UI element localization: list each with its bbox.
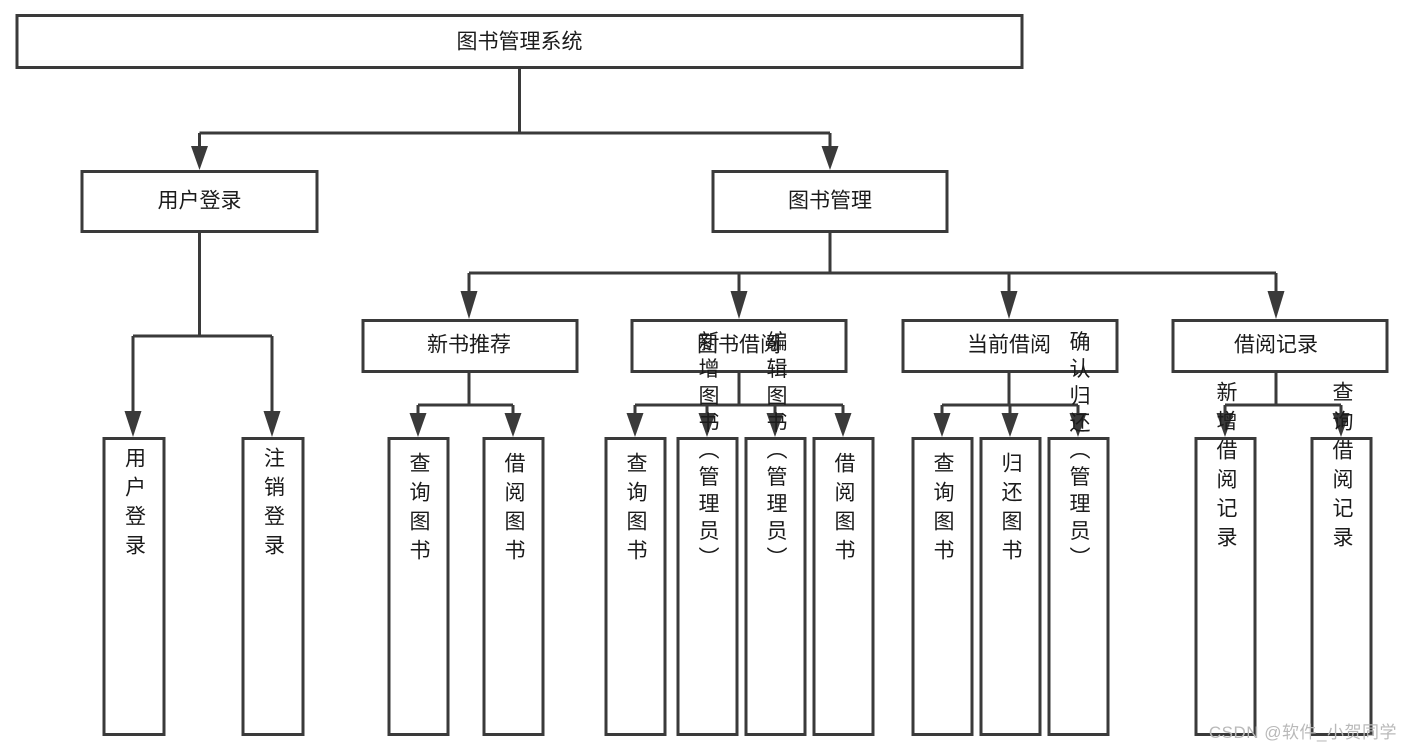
node-borrow-record-label: 借阅记录	[1234, 334, 1318, 357]
leaf-box-user-login-0[interactable]	[102, 437, 166, 736]
node-user-login[interactable]: 用户登录	[80, 170, 319, 233]
node-book-management-label: 图书管理	[788, 190, 872, 213]
connector-group-current-borrow	[933, 373, 1087, 437]
node-book-management-box[interactable]	[711, 170, 949, 233]
node-book-management[interactable]: 图书管理	[711, 170, 949, 233]
arrow-head-leaf-cb-2	[1069, 413, 1087, 437]
node-borrow-record[interactable]: 借阅记录	[1171, 319, 1389, 373]
leaf-label-bb-3: 借阅图书	[832, 452, 856, 568]
arrow-head-leaf-bb-3	[834, 413, 852, 437]
node-new-book-recommend-label: 新书推荐	[427, 334, 511, 357]
arrow-head-user-login	[191, 146, 208, 170]
watermark-label: CSDN @软件_小贺同学	[1208, 723, 1397, 742]
arrow-head-leaf-cb-0	[933, 413, 951, 437]
arrow-head-borrow-record	[1267, 291, 1285, 319]
leaf-box-br-0[interactable]	[1194, 437, 1257, 736]
leaf-label-nbr-0: 查询图书	[407, 452, 431, 568]
leaf-label-br-1: 查询借阅记录	[1330, 381, 1354, 555]
connector-group-book-borrow	[626, 373, 852, 437]
leaf-label-cb-2: 确认归还（管理员）	[1067, 331, 1091, 574]
node-book-borrow-label: 图书借阅	[697, 334, 781, 357]
arrow-head-leaf-user-login-1	[263, 411, 281, 437]
arrow-head-leaf-bb-1	[698, 413, 716, 437]
leaf-box-bb-3[interactable]	[812, 437, 875, 736]
arrow-head-book-borrow	[730, 291, 748, 319]
leaf-label-bb-0: 查询图书	[624, 452, 648, 568]
connector-group-user-login	[124, 233, 281, 437]
node-root[interactable]: 图书管理系统	[15, 14, 1024, 69]
connector-group-book-mgmt	[460, 233, 1285, 319]
connector-group-root	[191, 68, 839, 170]
leaf-label-cb-1: 归还图书	[999, 452, 1023, 568]
leaf-box-bb-2[interactable]	[744, 437, 807, 736]
leaf-label-cb-0: 查询图书	[931, 452, 955, 568]
node-new-book-recommend-box[interactable]	[361, 319, 579, 373]
leaf-label-bb-2: 编辑图书（管理员）	[764, 331, 788, 574]
arrow-head-book-mgmt	[821, 146, 839, 170]
leaf-box-cb-1[interactable]	[979, 437, 1042, 736]
leaf-boxes	[102, 437, 1373, 736]
node-current-borrow[interactable]: 当前借阅	[901, 319, 1119, 373]
node-user-login-box[interactable]	[80, 170, 319, 233]
leaf-box-bb-1[interactable]	[676, 437, 739, 736]
node-root-label: 图书管理系统	[457, 31, 583, 54]
arrow-head-leaf-cb-1	[1001, 413, 1019, 437]
leaf-label-nbr-1: 借阅图书	[502, 452, 526, 568]
leaf-label-user-login-0: 用户登录	[123, 447, 147, 563]
arrow-head-current-borrow	[1000, 291, 1018, 319]
leaf-box-br-1[interactable]	[1310, 437, 1373, 736]
leaf-label-user-login-1: 注销登录	[262, 447, 286, 563]
node-user-login-label: 用户登录	[158, 190, 242, 213]
arrow-head-leaf-bb-2	[766, 413, 784, 437]
leaf-box-bb-0[interactable]	[604, 437, 667, 736]
node-current-borrow-label: 当前借阅	[967, 334, 1051, 357]
node-root-box[interactable]	[15, 14, 1024, 69]
node-borrow-record-box[interactable]	[1171, 319, 1389, 373]
leaf-box-nbr-0[interactable]	[387, 437, 450, 736]
arrow-head-new-book-recommend	[460, 291, 478, 319]
node-book-borrow[interactable]: 图书借阅	[630, 319, 848, 373]
connector-group-new-book-recommend	[409, 373, 522, 437]
leaf-labels: 用户登录 注销登录 查询图书 借阅图书 查询图书 新增图书（管理员） 编辑图书（…	[123, 331, 1354, 574]
connector-group-borrow-record	[1216, 373, 1350, 437]
leaf-box-user-login-1[interactable]	[241, 437, 305, 736]
arrow-head-leaf-nbr-0	[409, 413, 427, 437]
node-new-book-recommend[interactable]: 新书推荐	[361, 319, 579, 373]
leaf-box-cb-2[interactable]	[1047, 437, 1110, 736]
arrow-head-leaf-br-0	[1216, 413, 1234, 437]
arrow-head-leaf-user-login-0	[124, 411, 142, 437]
arrow-head-leaf-nbr-1	[504, 413, 522, 437]
leaf-label-br-0: 新增借阅记录	[1214, 381, 1238, 555]
node-book-borrow-box[interactable]	[630, 319, 848, 373]
arrow-head-leaf-br-1	[1332, 413, 1350, 437]
leaf-box-nbr-1[interactable]	[482, 437, 545, 736]
leaf-box-cb-0[interactable]	[911, 437, 974, 736]
arrow-head-leaf-bb-0	[626, 413, 644, 437]
leaf-label-bb-1: 新增图书（管理员）	[696, 331, 720, 574]
node-current-borrow-box[interactable]	[901, 319, 1119, 373]
